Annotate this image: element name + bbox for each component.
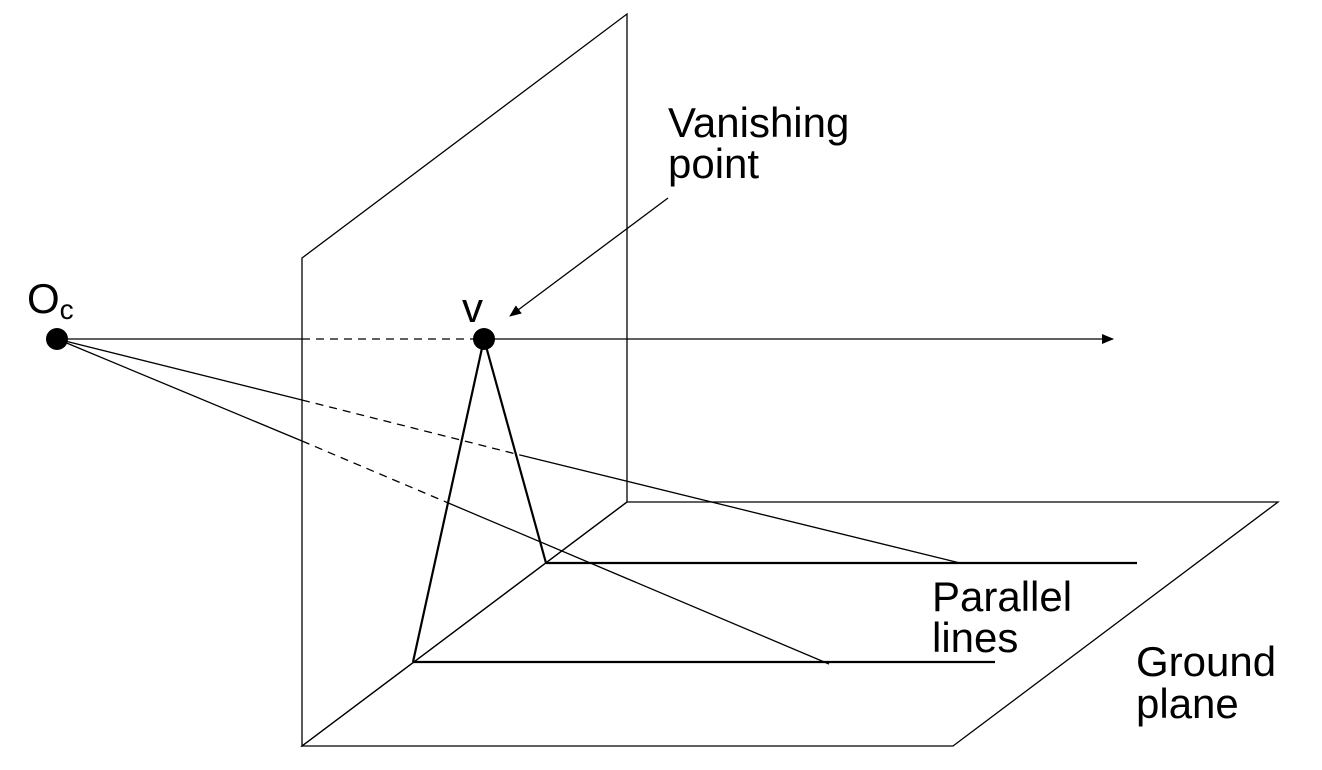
vanishing-point-pointer: [509, 197, 669, 317]
vanishing-point-label-line2: point: [668, 140, 759, 187]
ray-upper-solid: [56, 338, 303, 401]
parallel-lines-label-line1: Parallel: [932, 573, 1072, 620]
camera-center-point: [46, 328, 68, 350]
parallel-lines-label-line2: lines: [932, 614, 1018, 661]
image-plane: [301, 12, 628, 748]
ray-lower-solid: [56, 338, 303, 442]
projected-line-left: [411, 338, 486, 663]
projected-line-right: [482, 338, 548, 564]
camera-center-label: Oc: [27, 275, 74, 325]
ray-upper-dashed: [301, 399, 521, 456]
ground-plane: [300, 501, 1280, 747]
vanishing-point-label-line1: Vanishing: [668, 99, 849, 146]
vanishing-point: [473, 328, 495, 350]
ray-upper-solid-end: [519, 454, 961, 564]
ground-plane-label-line1: Ground: [1136, 638, 1276, 685]
ground-plane-label-line2: plane: [1136, 680, 1239, 727]
ray-lower-dashed: [301, 440, 447, 503]
vanishing-point-marker-label: v: [462, 284, 483, 331]
ray-lower-solid-end: [445, 501, 830, 665]
